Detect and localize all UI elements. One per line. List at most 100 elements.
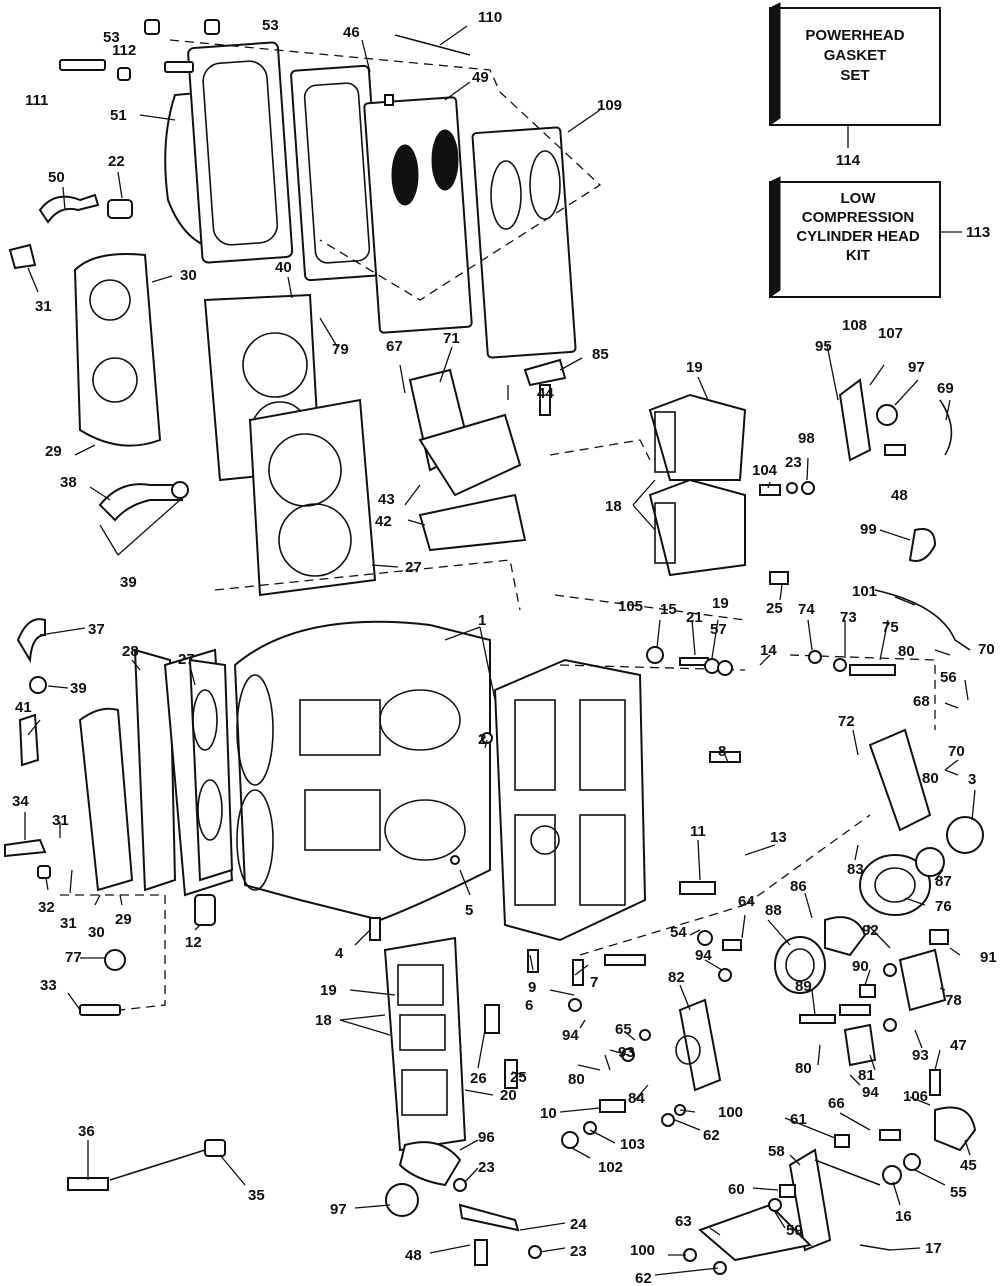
callout: 31 xyxy=(35,298,52,315)
callout: 84 xyxy=(628,1090,645,1107)
callout: 67 xyxy=(386,338,403,355)
callout: 2 xyxy=(478,731,486,748)
callout: 11 xyxy=(690,823,706,840)
callout: 61 xyxy=(790,1111,807,1128)
callout: 75 xyxy=(882,619,899,636)
head-kit-line-2: COMPRESSION xyxy=(802,209,915,226)
callout: 107 xyxy=(878,325,903,342)
callout: 79 xyxy=(332,341,349,358)
powerhead-gasket-set-box: POWERHEAD GASKET SET 114 xyxy=(769,2,941,169)
callout: 57 xyxy=(710,621,727,638)
callout: 3 xyxy=(968,771,976,788)
callout: 25 xyxy=(766,600,783,617)
callout: 23 xyxy=(570,1243,587,1260)
callout: 29 xyxy=(45,443,62,460)
callout: 90 xyxy=(852,958,869,975)
callout: 38 xyxy=(60,474,77,491)
callout: 14 xyxy=(760,642,777,659)
callout: 43 xyxy=(378,491,395,508)
gasket-set-line-2: GASKET xyxy=(824,47,887,64)
callout: 31 xyxy=(52,812,69,829)
callout: 55 xyxy=(950,1184,967,1201)
callout: 97 xyxy=(908,359,925,376)
callout: 103 xyxy=(620,1136,645,1153)
callout: 82 xyxy=(668,969,685,986)
callout: 30 xyxy=(180,267,197,284)
callout: 30 xyxy=(88,924,105,941)
callout: 66 xyxy=(828,1095,845,1112)
callout: 6 xyxy=(525,997,533,1014)
lower-cylinder-head-group xyxy=(4,648,234,1011)
callout: 42 xyxy=(375,513,392,530)
callout: 1 xyxy=(478,612,486,629)
exhaust-cover-group xyxy=(164,34,602,359)
gasket-set-line-3: SET xyxy=(840,67,869,84)
callout: 92 xyxy=(862,922,879,939)
cylinder-head-cover-group xyxy=(73,253,521,611)
callout: 9 xyxy=(528,979,536,996)
callout: 81 xyxy=(858,1067,875,1084)
callout: 101 xyxy=(852,583,877,600)
callout: 35 xyxy=(248,1187,265,1204)
callout: 63 xyxy=(675,1213,692,1230)
callout: 19 xyxy=(320,982,337,999)
callout: 26 xyxy=(470,1070,487,1087)
callout: 94 xyxy=(562,1027,579,1044)
callout: 53 xyxy=(103,29,120,46)
callout: 19 xyxy=(686,359,703,376)
callout: 50 xyxy=(48,169,65,186)
callout: 86 xyxy=(790,878,807,895)
callout: 99 xyxy=(860,521,877,538)
callout: 87 xyxy=(935,873,952,890)
callout: 62 xyxy=(703,1127,720,1144)
low-compression-head-kit-box: LOW COMPRESSION CYLINDER HEAD KIT 113 xyxy=(769,176,990,298)
callout: 13 xyxy=(770,829,787,846)
crankcase-half xyxy=(493,658,746,942)
callout: 45 xyxy=(960,1157,977,1174)
lower-intake-group xyxy=(383,936,520,1232)
callout: 4 xyxy=(335,945,344,962)
callout: 73 xyxy=(840,609,857,626)
callout: 31 xyxy=(60,915,77,932)
callout: 95 xyxy=(815,338,832,355)
callout: 94 xyxy=(695,947,712,964)
callout: 18 xyxy=(605,498,622,515)
callout: 93 xyxy=(912,1047,929,1064)
callout: 77 xyxy=(65,949,82,966)
callout: 20 xyxy=(500,1087,517,1104)
callout: 17 xyxy=(925,1240,942,1257)
small-hardware xyxy=(8,19,949,1275)
callout: 24 xyxy=(570,1216,587,1233)
callout: 27 xyxy=(405,559,422,576)
callout: 27 xyxy=(178,651,195,668)
callout: 111 xyxy=(25,92,48,109)
callout: 33 xyxy=(40,977,57,994)
callout: 47 xyxy=(950,1037,967,1054)
callout: 37 xyxy=(88,621,105,638)
callout: 10 xyxy=(540,1105,557,1122)
head-kit-line-3: CYLINDER HEAD xyxy=(796,228,920,245)
callout: 5 xyxy=(465,902,473,919)
callout: 83 xyxy=(847,861,864,878)
callout: 89 xyxy=(795,978,812,995)
callout: 12 xyxy=(185,934,202,951)
callout: 18 xyxy=(315,1012,332,1029)
callout: 71 xyxy=(443,330,460,347)
callout: 29 xyxy=(115,911,132,928)
bottom-linkage-group xyxy=(579,814,977,1262)
gasket-set-line-1: POWERHEAD xyxy=(805,27,904,44)
callout: 70 xyxy=(948,743,965,760)
callout: 109 xyxy=(597,97,622,114)
callout: 70 xyxy=(978,641,995,658)
callout: 88 xyxy=(765,902,782,919)
callout: 96 xyxy=(478,1129,495,1146)
callout: 62 xyxy=(635,1270,652,1286)
callout: 94 xyxy=(862,1084,879,1101)
callout: 112 xyxy=(112,42,136,59)
callout: 72 xyxy=(838,713,855,730)
callout: 76 xyxy=(935,898,952,915)
callout: 69 xyxy=(937,380,954,397)
callout: 28 xyxy=(122,643,139,660)
callout: 49 xyxy=(472,69,489,86)
